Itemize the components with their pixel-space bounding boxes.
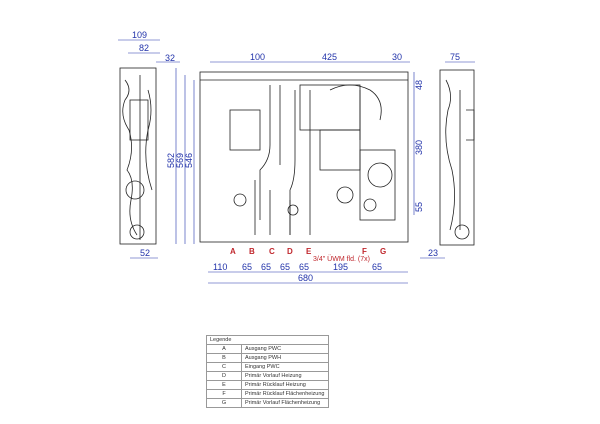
svg-text:425: 425 bbox=[322, 52, 337, 62]
svg-text:B: B bbox=[249, 247, 255, 256]
svg-text:380: 380 bbox=[414, 140, 424, 155]
svg-text:65: 65 bbox=[299, 262, 309, 272]
svg-text:D: D bbox=[287, 247, 293, 256]
svg-text:C: C bbox=[269, 247, 275, 256]
svg-text:680: 680 bbox=[298, 273, 313, 283]
legend-label: Eingang PWC bbox=[241, 362, 329, 372]
svg-text:100: 100 bbox=[250, 52, 265, 62]
svg-text:75: 75 bbox=[450, 52, 460, 62]
connection-letters: A B C D E F G 3/4" ÜWM fld. (7x) bbox=[230, 247, 386, 263]
legend-label: Primär Vorlauf Heizung bbox=[241, 371, 329, 381]
svg-text:F: F bbox=[362, 247, 367, 256]
legend-key: A bbox=[206, 344, 242, 354]
legend-key: D bbox=[206, 371, 242, 381]
legend-label: Primär Rücklauf Flächenheizung bbox=[241, 389, 329, 399]
legend-title: Legende bbox=[206, 335, 329, 345]
svg-text:195: 195 bbox=[333, 262, 348, 272]
svg-text:569: 569 bbox=[175, 153, 185, 168]
svg-text:65: 65 bbox=[372, 262, 382, 272]
svg-text:52: 52 bbox=[140, 248, 150, 258]
svg-text:65: 65 bbox=[242, 262, 252, 272]
svg-text:82: 82 bbox=[139, 43, 149, 53]
legend-label: Primär Rücklauf Heizung bbox=[241, 380, 329, 390]
dimension-lines bbox=[118, 39, 475, 284]
side-view-right bbox=[439, 69, 475, 246]
front-view bbox=[199, 71, 409, 243]
svg-text:3/4" ÜWM fld. (7x): 3/4" ÜWM fld. (7x) bbox=[313, 255, 370, 263]
svg-text:G: G bbox=[380, 247, 386, 256]
legend-label: Primär Vorlauf Flächenheizung bbox=[241, 398, 329, 408]
dimension-labels: 109 82 32 52 582 569 546 100 425 30 48 3… bbox=[132, 30, 460, 283]
legend-key: G bbox=[206, 398, 242, 408]
legend-key: F bbox=[206, 389, 242, 399]
svg-text:32: 32 bbox=[165, 53, 175, 63]
legend-label: Ausgang PWC bbox=[241, 344, 329, 354]
legend-label: Ausgang PWH bbox=[241, 353, 329, 363]
svg-text:109: 109 bbox=[132, 30, 147, 40]
legend-key: B bbox=[206, 353, 242, 363]
svg-text:55: 55 bbox=[414, 202, 424, 212]
svg-text:30: 30 bbox=[392, 52, 402, 62]
svg-text:E: E bbox=[306, 247, 312, 256]
svg-text:65: 65 bbox=[280, 262, 290, 272]
svg-text:546: 546 bbox=[184, 153, 194, 168]
legend-key: C bbox=[206, 362, 242, 372]
svg-text:48: 48 bbox=[414, 80, 424, 90]
svg-text:110: 110 bbox=[213, 262, 227, 272]
svg-text:A: A bbox=[230, 247, 236, 256]
svg-text:65: 65 bbox=[261, 262, 271, 272]
svg-text:582: 582 bbox=[166, 153, 176, 168]
legend-key: E bbox=[206, 380, 242, 390]
side-view-left bbox=[119, 67, 157, 245]
svg-text:23: 23 bbox=[428, 248, 438, 258]
